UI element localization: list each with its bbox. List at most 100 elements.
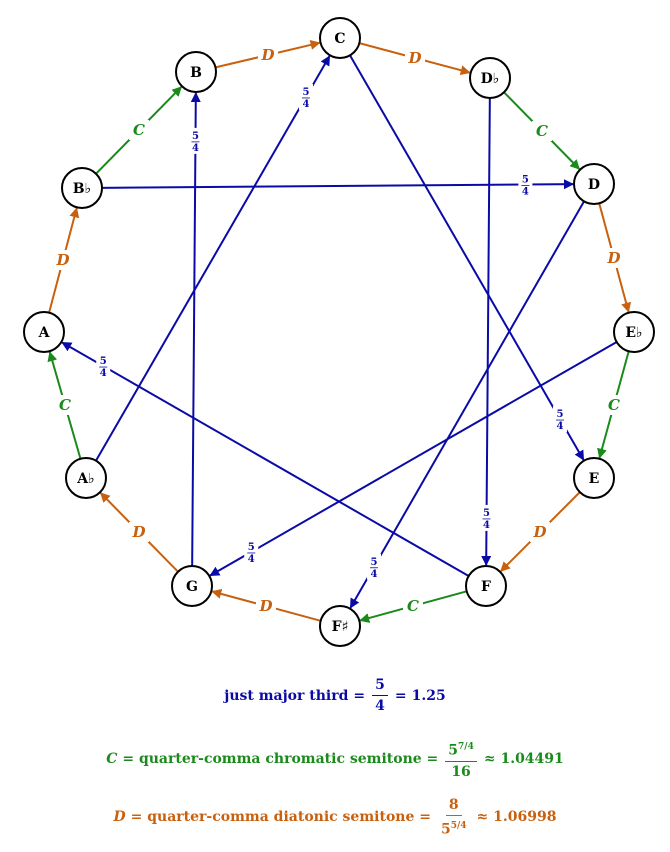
label-background — [604, 248, 624, 268]
note-circle — [319, 605, 361, 647]
note-circle — [171, 565, 213, 607]
diatonic-semitone-label: D — [606, 249, 620, 267]
note-label: D — [588, 177, 600, 193]
chromatic-semitone-label: C — [407, 597, 419, 615]
legend-chromatic-symbol: C — [106, 751, 118, 768]
legend-diatonic-approx: ≈ 1.06998 — [476, 809, 557, 826]
note-circle — [573, 457, 615, 499]
note-node-d: D — [573, 163, 615, 205]
label-background — [244, 538, 259, 565]
legend-diatonic-fraction: 8 55/4 — [438, 796, 470, 839]
legend-third-num: 5 — [372, 676, 388, 696]
note-circle — [319, 17, 361, 59]
fraction-numerator: 5 — [192, 131, 199, 142]
legend-diatonic-den-exp: 5/4 — [450, 821, 467, 831]
label-background — [188, 127, 203, 154]
label-background — [518, 171, 533, 198]
note-label: B — [190, 65, 202, 81]
legend-chromatic-name: = quarter-comma chromatic semitone = — [122, 751, 439, 768]
major-third-arrow-e-flat-to-g — [209, 341, 618, 577]
note-label: A♭ — [76, 471, 94, 487]
note-label: G — [186, 579, 198, 595]
label-background — [258, 45, 278, 65]
diatonic-semitone-label: D — [260, 46, 274, 64]
legend-chromatic-num-base: 5 — [448, 742, 459, 759]
note-label: C — [334, 31, 345, 47]
legend-chromatic-fraction: 57/4 16 — [445, 738, 477, 781]
note-label: E — [589, 471, 600, 487]
note-circle — [23, 311, 65, 353]
fraction-denominator: 4 — [100, 368, 107, 379]
legend-chromatic-approx: ≈ 1.04491 — [483, 751, 564, 768]
note-label: F — [481, 579, 491, 595]
fraction-denominator: 4 — [248, 554, 255, 565]
fraction-numerator: 5 — [522, 175, 529, 186]
note-circle — [469, 57, 511, 99]
note-node-a-flat: A♭ — [65, 457, 107, 499]
note-label: D♭ — [481, 71, 500, 87]
legend-diatonic-symbol: D — [113, 809, 126, 826]
major-third-label: 54 — [188, 127, 203, 154]
major-third-label: 54 — [518, 171, 533, 198]
note-node-e-flat: E♭ — [613, 311, 655, 353]
legend-third-eq: = — [353, 687, 366, 704]
fraction-denominator: 4 — [556, 421, 563, 432]
note-node-a: A — [23, 311, 65, 353]
note-node-b-flat: B♭ — [61, 167, 103, 209]
note-circle — [61, 167, 103, 209]
label-background — [604, 395, 624, 415]
note-label: F♯ — [332, 619, 349, 635]
diatonic-semitone-label: D — [55, 251, 69, 269]
label-background — [532, 121, 552, 141]
chromatic-semitone-label: C — [133, 121, 145, 139]
fraction-numerator: 5 — [302, 87, 309, 98]
fraction-denominator: 4 — [371, 569, 378, 580]
note-label: E♭ — [625, 325, 642, 341]
note-circle — [465, 565, 507, 607]
legend-chromatic-semitone: C = quarter-comma chromatic semitone = 5… — [0, 738, 670, 781]
legend-chromatic-num: 57/4 — [445, 738, 477, 762]
legend-third-fraction: 5 4 — [372, 676, 388, 715]
label-background — [552, 406, 567, 433]
legend-chromatic-num-exp: 7/4 — [458, 742, 474, 752]
label-background — [53, 250, 73, 270]
major-third-arrow-a-flat-to-c — [95, 55, 331, 462]
note-node-c: C — [319, 17, 361, 59]
note-circle — [613, 311, 655, 353]
legend-diatonic-den-base: 5 — [440, 821, 451, 838]
fraction-numerator: 5 — [248, 542, 255, 553]
legend-diatonic-semitone: D = quarter-comma diatonic semitone = 8 … — [0, 796, 670, 839]
note-node-d-flat: D♭ — [469, 57, 511, 99]
major-third-label: 54 — [479, 504, 494, 531]
major-third-arrow-c-to-e — [349, 54, 585, 461]
legend-diatonic-name: = quarter-comma diatonic semitone = — [130, 809, 431, 826]
note-label: A — [38, 325, 51, 341]
note-node-f-sharp: F♯ — [319, 605, 361, 647]
major-third-arrow-d-to-f-sharp — [349, 200, 585, 609]
diatonic-semitone-label: D — [258, 597, 272, 615]
diatonic-semitone-label: D — [532, 523, 546, 541]
diatonic-semitone-label: D — [131, 523, 145, 541]
label-background — [367, 553, 382, 580]
label-background — [256, 596, 276, 616]
label-background — [129, 522, 149, 542]
fraction-numerator: 5 — [483, 508, 490, 519]
major-third-label: 54 — [552, 406, 567, 433]
fraction-denominator: 4 — [483, 520, 490, 531]
label-background — [403, 596, 423, 616]
major-third-arrow-b-flat-to-d — [101, 179, 575, 190]
label-background — [96, 353, 111, 380]
note-circle — [65, 457, 107, 499]
major-third-label: 54 — [96, 353, 111, 380]
note-label: B♭ — [73, 181, 91, 197]
label-background — [298, 83, 313, 110]
legend-third-value: 1.25 — [411, 687, 446, 704]
note-node-g: G — [171, 565, 213, 607]
fraction-denominator: 4 — [302, 99, 309, 110]
major-third-arrow-g-to-b — [190, 91, 201, 567]
note-node-e: E — [573, 457, 615, 499]
label-background — [55, 395, 75, 415]
label-background — [405, 48, 425, 68]
major-third-label: 54 — [244, 538, 259, 565]
